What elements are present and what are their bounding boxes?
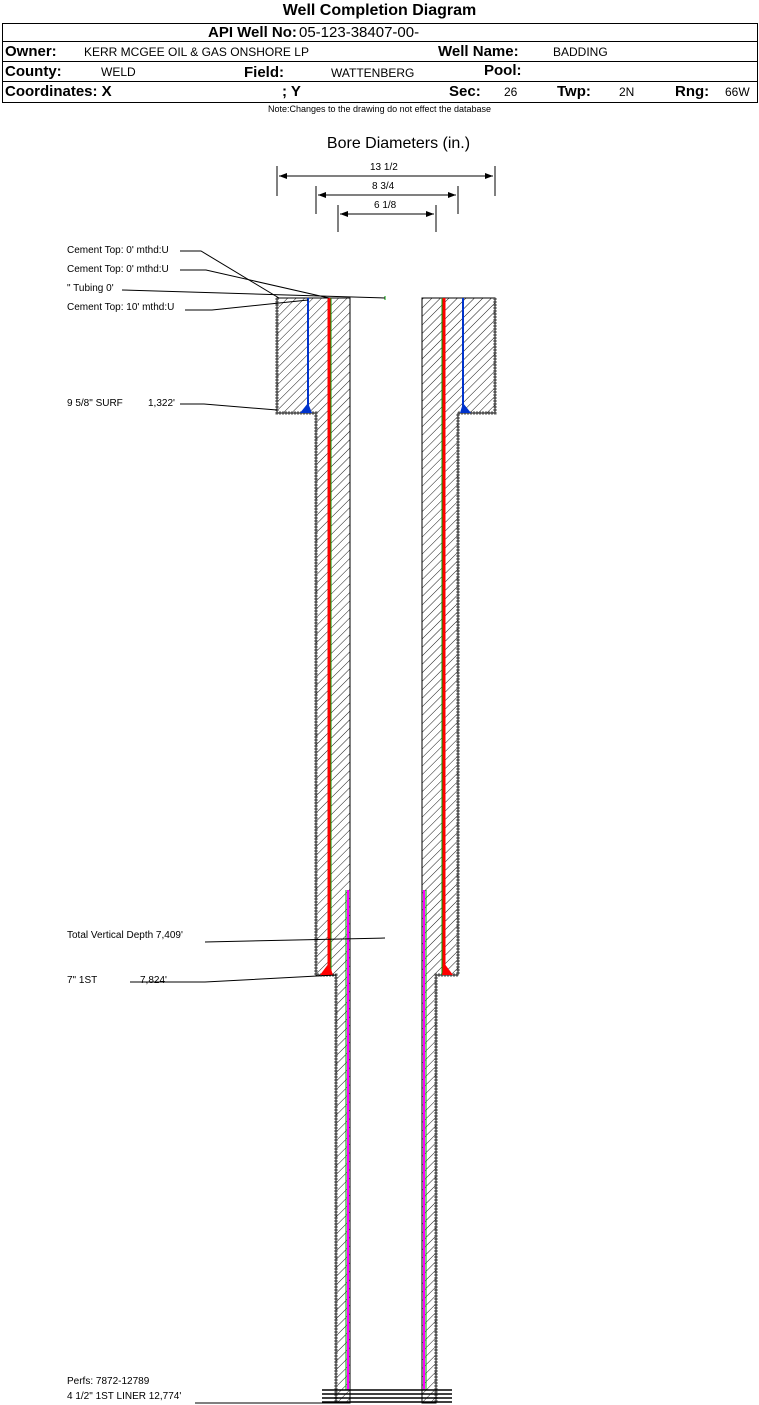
header-divider (2, 61, 758, 62)
field-value: WATTENBERG (331, 66, 415, 80)
header-divider (2, 81, 758, 82)
left-wellbore-wall (275, 297, 351, 1404)
cement-top-label-3: Cement Top: 10' mthd:U (67, 302, 175, 313)
first-casing-label: 7" 1ST (67, 975, 98, 986)
cement-top-label-1: Cement Top: 0' mthd:U (67, 245, 169, 256)
api-value: 05-123-38407-00- (299, 24, 420, 41)
coord-y-label: ; Y (282, 83, 301, 100)
perfs-label: Perfs: 7872-12789 (67, 1376, 150, 1387)
surface-casing-label: 9 5/8" SURF (67, 398, 123, 409)
bore-dimension-lines (276, 166, 496, 232)
surface-cement-shoe (460, 403, 471, 413)
twp-label: Twp: (557, 83, 591, 100)
well-name-label: Well Name: (438, 43, 519, 60)
county-label: County: (5, 63, 62, 80)
well-name-value: BADDING (553, 45, 608, 59)
production-cement-shoe (320, 963, 333, 975)
pool-label: Pool: (484, 62, 522, 79)
total-vertical-depth-label: Total Vertical Depth 7,409' (67, 930, 183, 941)
note: Note:Changes to the drawing do not effec… (268, 104, 491, 114)
page-title: Well Completion Diagram (282, 2, 477, 19)
api-label: API Well No: (208, 24, 297, 41)
right-wellbore-wall (421, 297, 497, 1404)
first-casing-depth: 7,824' (140, 975, 167, 986)
bore-dim-1: 13 1/2 (370, 162, 398, 173)
header-divider (2, 41, 758, 42)
bottom-plug (322, 1389, 452, 1403)
surface-casing-depth: 1,322' (148, 398, 175, 409)
well-header-table (2, 23, 758, 103)
bore-dim-3: 6 1/8 (374, 200, 397, 211)
sec-label: Sec: (449, 83, 481, 100)
twp-value: 2N (619, 85, 635, 99)
coord-x-label: Coordinates: X (5, 83, 112, 100)
bore-dim-2: 8 3/4 (372, 181, 395, 192)
liner-label: 4 1/2" 1ST LINER 12,774' (67, 1391, 182, 1402)
cement-top-label-2: Cement Top: 0' mthd:U (67, 264, 169, 275)
leader-lines (121, 250, 386, 1404)
owner-value: KERR MCGEE OIL & GAS ONSHORE LP (84, 45, 309, 59)
tubing-label: " Tubing 0' (67, 283, 114, 294)
sec-value: 26 (504, 85, 518, 99)
production-cement-shoe (442, 963, 453, 975)
bore-diameters-title: Bore Diameters (in.) (326, 135, 471, 152)
county-value: WELD (101, 65, 136, 79)
rng-value: 66W (725, 85, 750, 99)
rng-label: Rng: (675, 83, 710, 100)
surface-cement-shoe (300, 403, 312, 413)
field-label: Field: (244, 64, 284, 81)
owner-label: Owner: (5, 43, 57, 60)
